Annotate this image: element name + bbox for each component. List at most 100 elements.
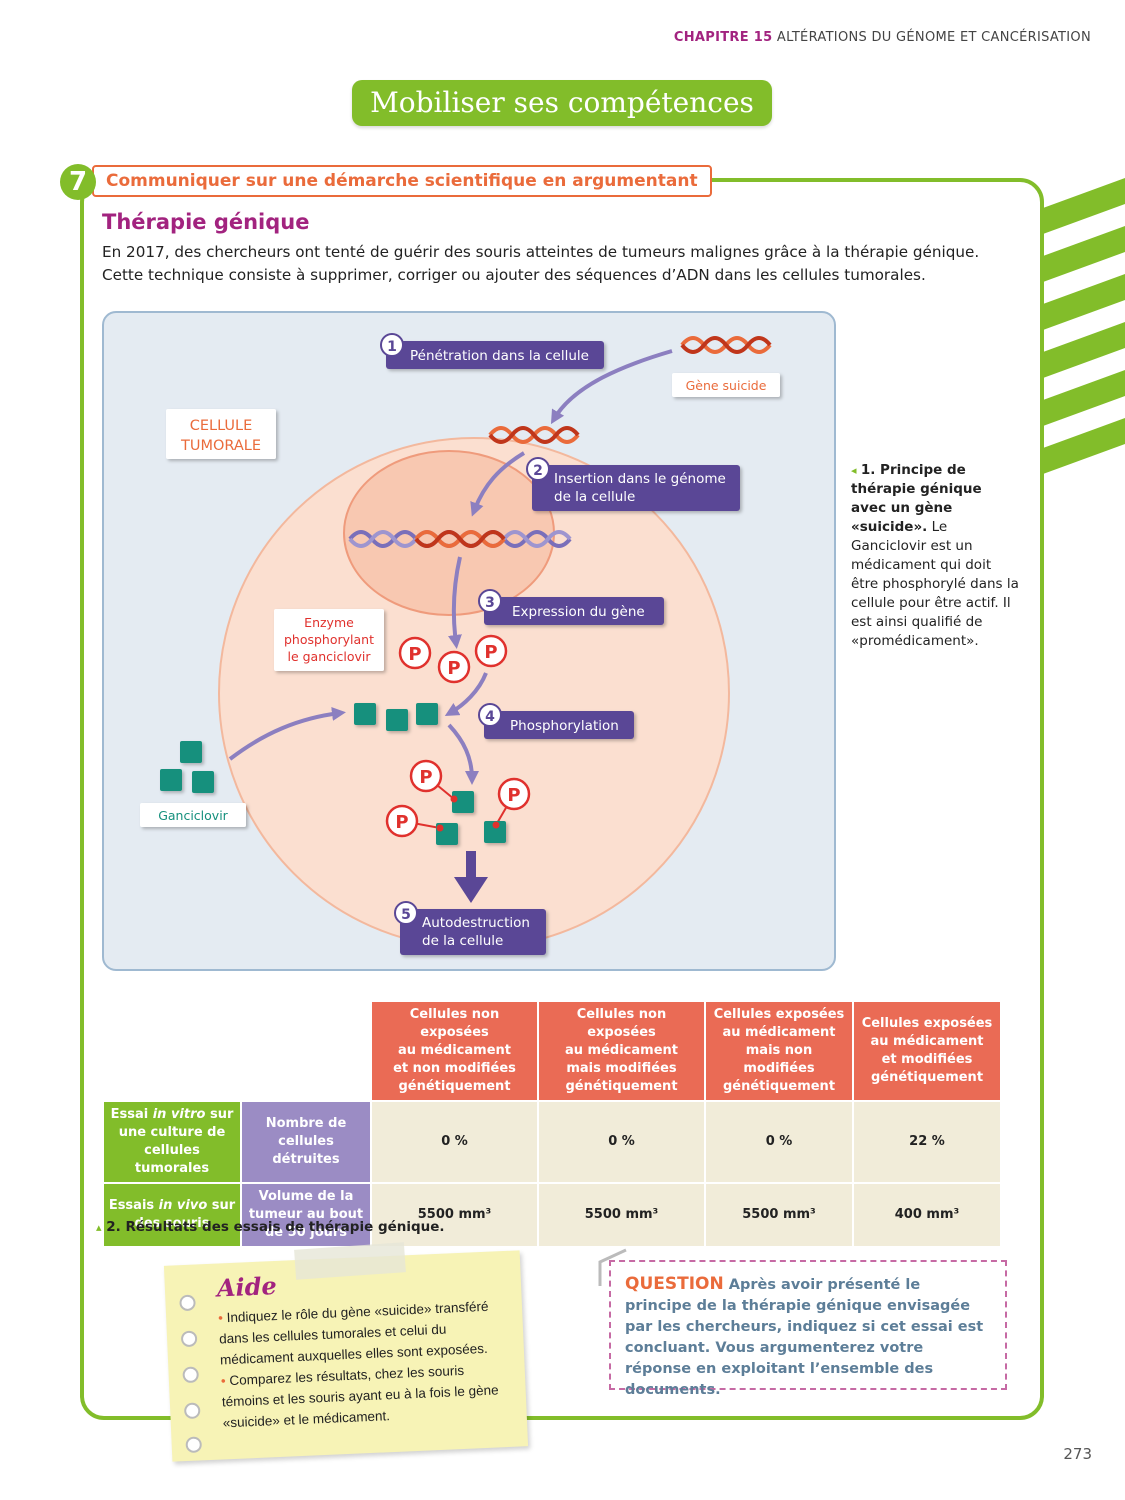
table-cell: 5500 mm³ [704, 1182, 854, 1248]
notebook-hole [182, 1366, 200, 1384]
column-header-line: Cellules exposées [713, 1007, 845, 1022]
step-4-label: Phosphorylation [510, 718, 619, 734]
column-header-line: Cellules non exposées [576, 1007, 667, 1040]
step-3-box [484, 597, 664, 625]
table-cell: 5500 mm³ [537, 1182, 706, 1248]
arrow-expression [448, 556, 462, 649]
enzyme-label-line2: phosphorylant [284, 632, 374, 647]
column-header: Cellules non exposées au médicament mais… [537, 1000, 706, 1102]
column-header: Cellules exposées au médicament et modif… [852, 1000, 1002, 1102]
cell-label-line1: CELLULE [190, 418, 253, 434]
phosphorylated-ganciclovir: P P P [385, 759, 531, 845]
question-corner-decoration [598, 1248, 627, 1286]
cell-label [166, 409, 276, 459]
bullet: • [220, 1373, 227, 1389]
arrow-to-phosphorylated [447, 723, 479, 785]
row-header-text: Essais [108, 1198, 159, 1213]
step-2-label-line2: de la cellule [554, 489, 635, 505]
row-header-emphasis: in vitro [152, 1107, 206, 1122]
step-5-number: 5 [401, 907, 411, 923]
table-row: Essai in vitro sur une culture de cellul… [102, 1100, 1002, 1184]
decorative-stripes [1043, 178, 1125, 474]
phosphate-label: P [408, 644, 421, 665]
column-header-line: au médicament [870, 1034, 984, 1049]
caption-marker: ▴ [96, 1221, 102, 1234]
question-label: QUESTION [625, 1274, 724, 1294]
caption-marker: ◂ [851, 464, 857, 477]
enzyme-label-line1: Enzyme [304, 615, 354, 630]
page-number: 273 [1063, 1445, 1092, 1463]
diagram-canvas: CELLULE TUMORALE Gène suicide Enzym [140, 333, 780, 955]
column-header-line: Cellules non exposées [409, 1007, 500, 1040]
arrow-phosphorylation [444, 672, 488, 716]
step-5-label-line2: de la cellule [422, 933, 503, 949]
column-header: Cellules non exposées au médicament et n… [370, 1000, 539, 1102]
enzyme-phosphates: P P P [398, 634, 508, 684]
suicide-gene-label: Gène suicide [686, 378, 767, 393]
phosphate-label: P [507, 785, 520, 806]
column-header-line: au médicament [398, 1043, 511, 1058]
row-subheader: Nombre de cellules détruites [240, 1100, 372, 1184]
table-cell: 5500 mm³ [370, 1182, 539, 1248]
help-title: Aide [216, 1270, 278, 1303]
table-cell: 400 mm³ [852, 1182, 1002, 1248]
notebook-hole [180, 1330, 198, 1348]
running-header: CHAPITRE 15 ALTÉRATIONS DU GÉNOME ET CAN… [674, 30, 1091, 45]
row-header: Essais in vivo sur des souris [102, 1182, 242, 1248]
intro-paragraph: En 2017, des chercheurs ont tenté de gué… [102, 243, 980, 284]
table-corner [102, 1000, 372, 1102]
bullet: • [217, 1310, 224, 1326]
table-cell: 22 % [852, 1100, 1002, 1184]
arrow-penetration [550, 349, 673, 425]
cell-label-line2: TUMORALE [180, 438, 261, 454]
help-text: • Indiquez le rôle du gène «suicide» tra… [218, 1295, 513, 1434]
column-header-line: et non modifiées [393, 1061, 516, 1076]
section-banner: Mobiliser ses compétences [352, 80, 772, 126]
table-cell: 0 % [370, 1100, 539, 1184]
ganciclovir-molecules [160, 741, 214, 793]
suicide-gene-dna [680, 336, 772, 354]
step-1-number: 1 [387, 339, 397, 355]
column-header-line: génétiquement [722, 1079, 836, 1094]
column-header: Cellules exposées au médicament mais non… [704, 1000, 854, 1102]
question-text: Après avoir présenté le principe de la t… [625, 1277, 984, 1398]
step-3-label: Expression du gène [512, 604, 645, 620]
table-caption-text: 2. Résultats des essais de thérapie géni… [106, 1219, 445, 1235]
notebook-hole [179, 1294, 196, 1312]
question-box: QUESTION Après avoir présenté le princip… [609, 1260, 1007, 1398]
enzyme-label-line3: le ganciclovir [287, 649, 371, 664]
exercise-title: Communiquer sur une démarche scientifiqu… [92, 165, 712, 197]
caption-text: Le Ganciclovir est un médicament qui doi… [851, 519, 1019, 649]
arrow-insertion [470, 451, 526, 517]
gene-in-cytoplasm [488, 426, 580, 444]
step-1-box [386, 341, 604, 369]
help-item-2: Comparez les résultats, chez les souris … [221, 1362, 499, 1431]
column-header-line: génétiquement [870, 1070, 984, 1085]
section-title: Thérapie génique [102, 210, 310, 234]
step-5-box [400, 909, 546, 955]
row-header-text: Essai [110, 1107, 153, 1122]
step-2-box [532, 465, 740, 511]
table-header-row: Cellules non exposées au médicament et n… [102, 1000, 1002, 1102]
chapter-number: CHAPITRE 15 [673, 30, 773, 45]
step-4-number: 4 [485, 709, 495, 725]
column-header-line: génétiquement [565, 1079, 678, 1094]
column-header-line: et modifiées [881, 1052, 973, 1067]
table-row: Essais in vivo sur des souris Volume de … [102, 1182, 1002, 1248]
ganciclovir-label: Ganciclovir [158, 808, 228, 823]
help-item-1: Indiquez le rôle du gène «suicide» trans… [218, 1298, 489, 1368]
results-table: Cellules non exposées au médicament et n… [102, 1000, 1002, 1248]
column-header-line: au médicament [722, 1025, 836, 1040]
table-cell: 0 % [537, 1100, 706, 1184]
table-cell: 0 % [704, 1100, 854, 1184]
step-4-box [484, 711, 634, 739]
step-3-number: 3 [485, 595, 495, 611]
arrow-drug-entry [228, 707, 346, 761]
arrow-autodestruction [454, 851, 488, 903]
row-header-emphasis: in vivo [158, 1198, 208, 1213]
exercise-number: 7 [60, 164, 96, 200]
genome-dna [348, 530, 572, 548]
row-header: Essai in vitro sur une culture de cellul… [102, 1100, 242, 1184]
phosphate-label: P [395, 812, 408, 833]
row-header-text: sur une culture de cellules tumorales [118, 1107, 234, 1176]
